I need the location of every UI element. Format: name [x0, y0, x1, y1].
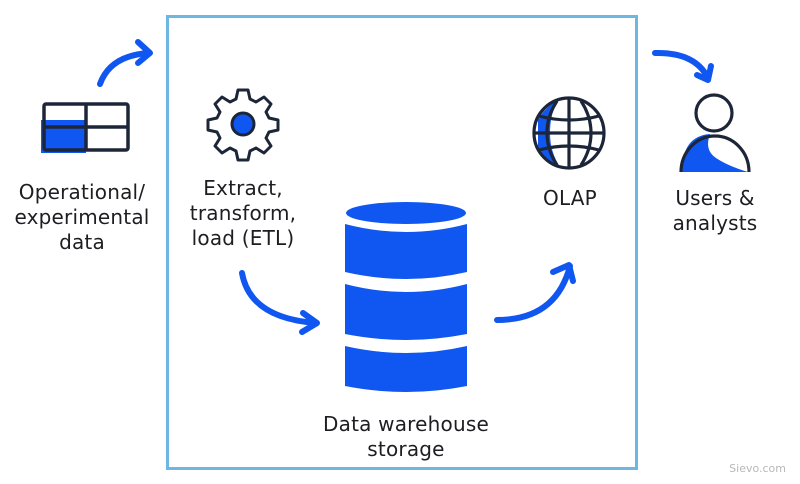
etl-label: Extract, transform, load (ETL): [189, 176, 297, 250]
arrow-olap-to-users-shaft: [652, 49, 711, 81]
arrow-olap-to-users-head: [694, 63, 714, 83]
users-label: Users & analysts: [672, 186, 758, 235]
gear-icon: [206, 88, 280, 162]
arrow-source-to-etl-head: [135, 39, 153, 66]
watermark: Sievo.com: [729, 462, 786, 475]
arrow-source-to-etl-shaft: [97, 50, 151, 87]
database-icon: [345, 202, 467, 392]
table-icon: [41, 102, 130, 153]
source-label: Operational/ experimental data: [14, 180, 150, 254]
user-icon: [679, 93, 751, 173]
data-warehouse-boundary: [166, 15, 638, 470]
globe-icon: [532, 96, 606, 170]
storage-label: Data warehouse storage: [323, 412, 489, 461]
olap-label: OLAP: [543, 186, 597, 210]
